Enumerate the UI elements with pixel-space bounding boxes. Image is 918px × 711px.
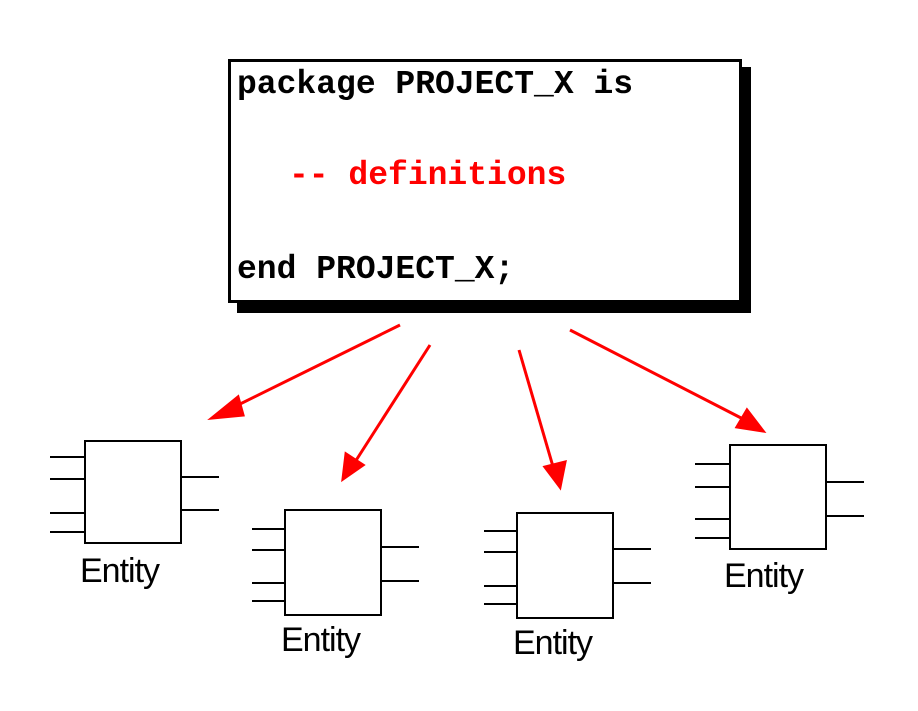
input-pin [695,486,730,488]
entity-box [516,512,614,619]
input-pin [484,530,517,532]
output-pin [181,509,219,511]
input-pin [484,603,517,605]
arrow-to-entity-4 [569,328,746,422]
package-declaration-line: package PROJECT_X is [237,66,634,103]
entity-box [284,509,382,616]
input-pin [252,549,285,551]
output-pin [613,548,651,550]
entity-box [84,440,182,544]
arrow-to-entity-3 [517,349,556,471]
package-end-line: end PROJECT_X; [237,251,515,288]
output-pin [181,476,219,478]
arrowhead-1 [207,394,245,420]
entity-label: Entity [80,552,160,590]
arrow-to-entity-2 [353,344,432,463]
input-pin [252,582,285,584]
arrowhead-2 [341,451,366,483]
package-code-box: package PROJECT_X is -- definitions end … [228,59,742,303]
input-pin [484,585,517,587]
input-pin [252,600,285,602]
arrowhead-4 [734,407,767,434]
output-pin [613,582,651,584]
input-pin [695,463,730,465]
entity-label: Entity [724,557,804,595]
arrowhead-3 [542,459,567,491]
output-pin [826,515,864,517]
arrow-to-entity-1 [231,323,401,410]
input-pin [695,537,730,539]
entity-label: Entity [513,624,593,662]
definitions-comment-line: -- definitions [289,157,567,194]
output-pin [381,580,419,582]
entity-box [729,444,827,550]
entity-label: Entity [281,621,361,659]
input-pin [50,478,85,480]
input-pin [50,512,85,514]
input-pin [252,528,285,530]
output-pin [826,481,864,483]
input-pin [50,531,85,533]
input-pin [695,518,730,520]
input-pin [50,456,85,458]
output-pin [381,546,419,548]
input-pin [484,551,517,553]
